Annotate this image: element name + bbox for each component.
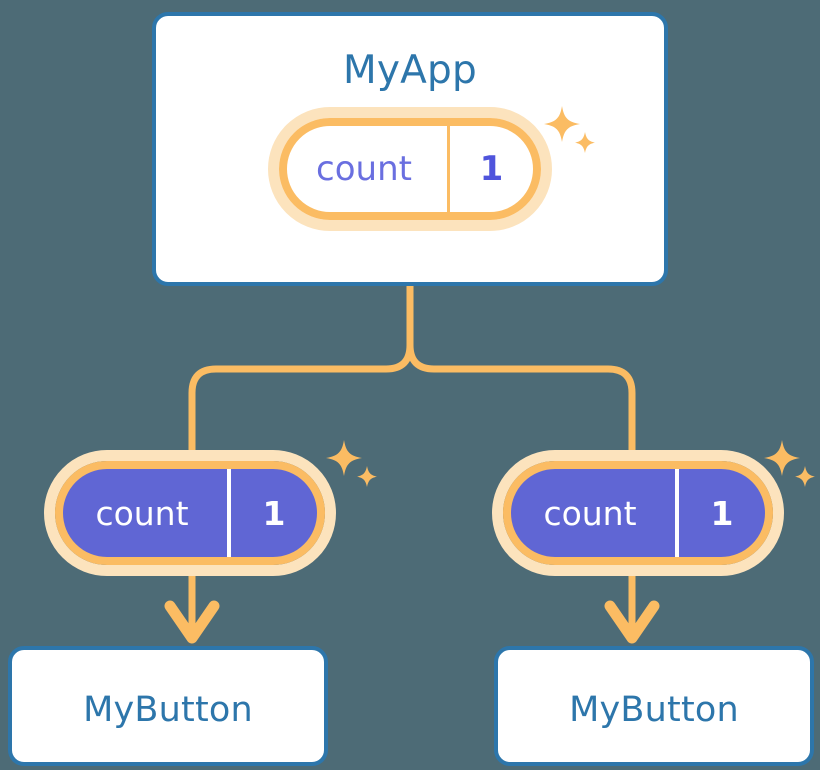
state-pill-root-body: count 1: [279, 118, 541, 220]
connector-branch-right: [406, 344, 636, 470]
child-component-card-right[interactable]: MyButton: [494, 646, 814, 766]
state-pill-root-value: 1: [447, 126, 533, 212]
page-title: MyApp: [343, 48, 477, 93]
connector-branch-left: [188, 344, 414, 470]
child-component-card-left[interactable]: MyButton: [8, 646, 328, 766]
state-pill-child-left[interactable]: count 1: [44, 450, 336, 576]
state-pill-child-right-value: 1: [675, 469, 765, 557]
state-pill-root-key: count: [316, 149, 412, 189]
state-pill-child-left-key: count: [95, 493, 189, 533]
state-pill-root[interactable]: count 1: [268, 107, 552, 231]
state-pill-child-left-body: count 1: [55, 461, 325, 565]
connector-arrow-right-head: [604, 600, 660, 644]
child-component-title-left: MyButton: [83, 690, 253, 730]
state-pill-child-left-value: 1: [227, 469, 317, 557]
connector-arrow-left-head: [164, 600, 220, 644]
child-component-title-right: MyButton: [569, 690, 739, 730]
state-pill-child-right-body: count 1: [503, 461, 773, 565]
state-pill-child-right[interactable]: count 1: [492, 450, 784, 576]
state-pill-child-right-key: count: [543, 493, 637, 533]
